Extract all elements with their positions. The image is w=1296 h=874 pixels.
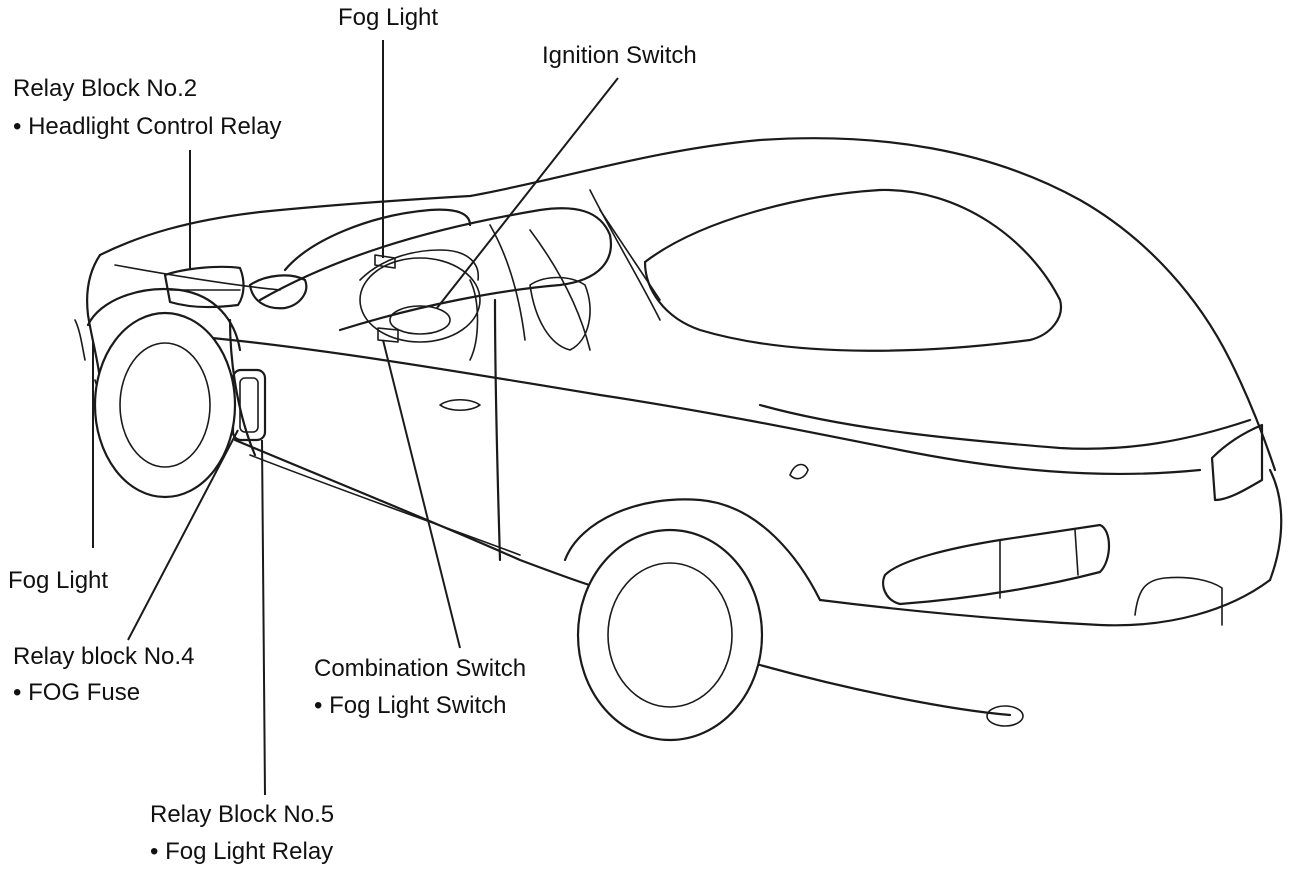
label-relay-block-2-title: Relay Block No.2 (13, 75, 198, 102)
label-fog-light-top: Fog Light (338, 4, 439, 31)
leader-combination-switch (382, 339, 461, 649)
car-body (74, 137, 1283, 727)
label-relay-block-5-title: Relay Block No.5 (150, 801, 335, 828)
label-relay-block-4-title: Relay block No.4 (13, 643, 195, 670)
leader-ignition-switch (436, 77, 619, 309)
label-relay-block-5-item: • Fog Light Relay (150, 838, 334, 865)
front-wheel (93, 311, 237, 499)
leader-relay-block-5 (261, 439, 266, 796)
label-relay-block-2-item: • Headlight Control Relay (13, 113, 282, 140)
label-combination-switch-item: • Fog Light Switch (314, 692, 507, 719)
label-combination-switch-title: Combination Switch (314, 655, 527, 682)
rear-wheel (576, 528, 764, 742)
label-relay-block-4-item: • FOG Fuse (13, 679, 141, 706)
leader-lines (92, 40, 619, 796)
label-fog-light-left: Fog Light (8, 567, 109, 594)
label-ignition-switch: Ignition Switch (542, 42, 697, 69)
leader-relay-block-4 (127, 429, 239, 641)
